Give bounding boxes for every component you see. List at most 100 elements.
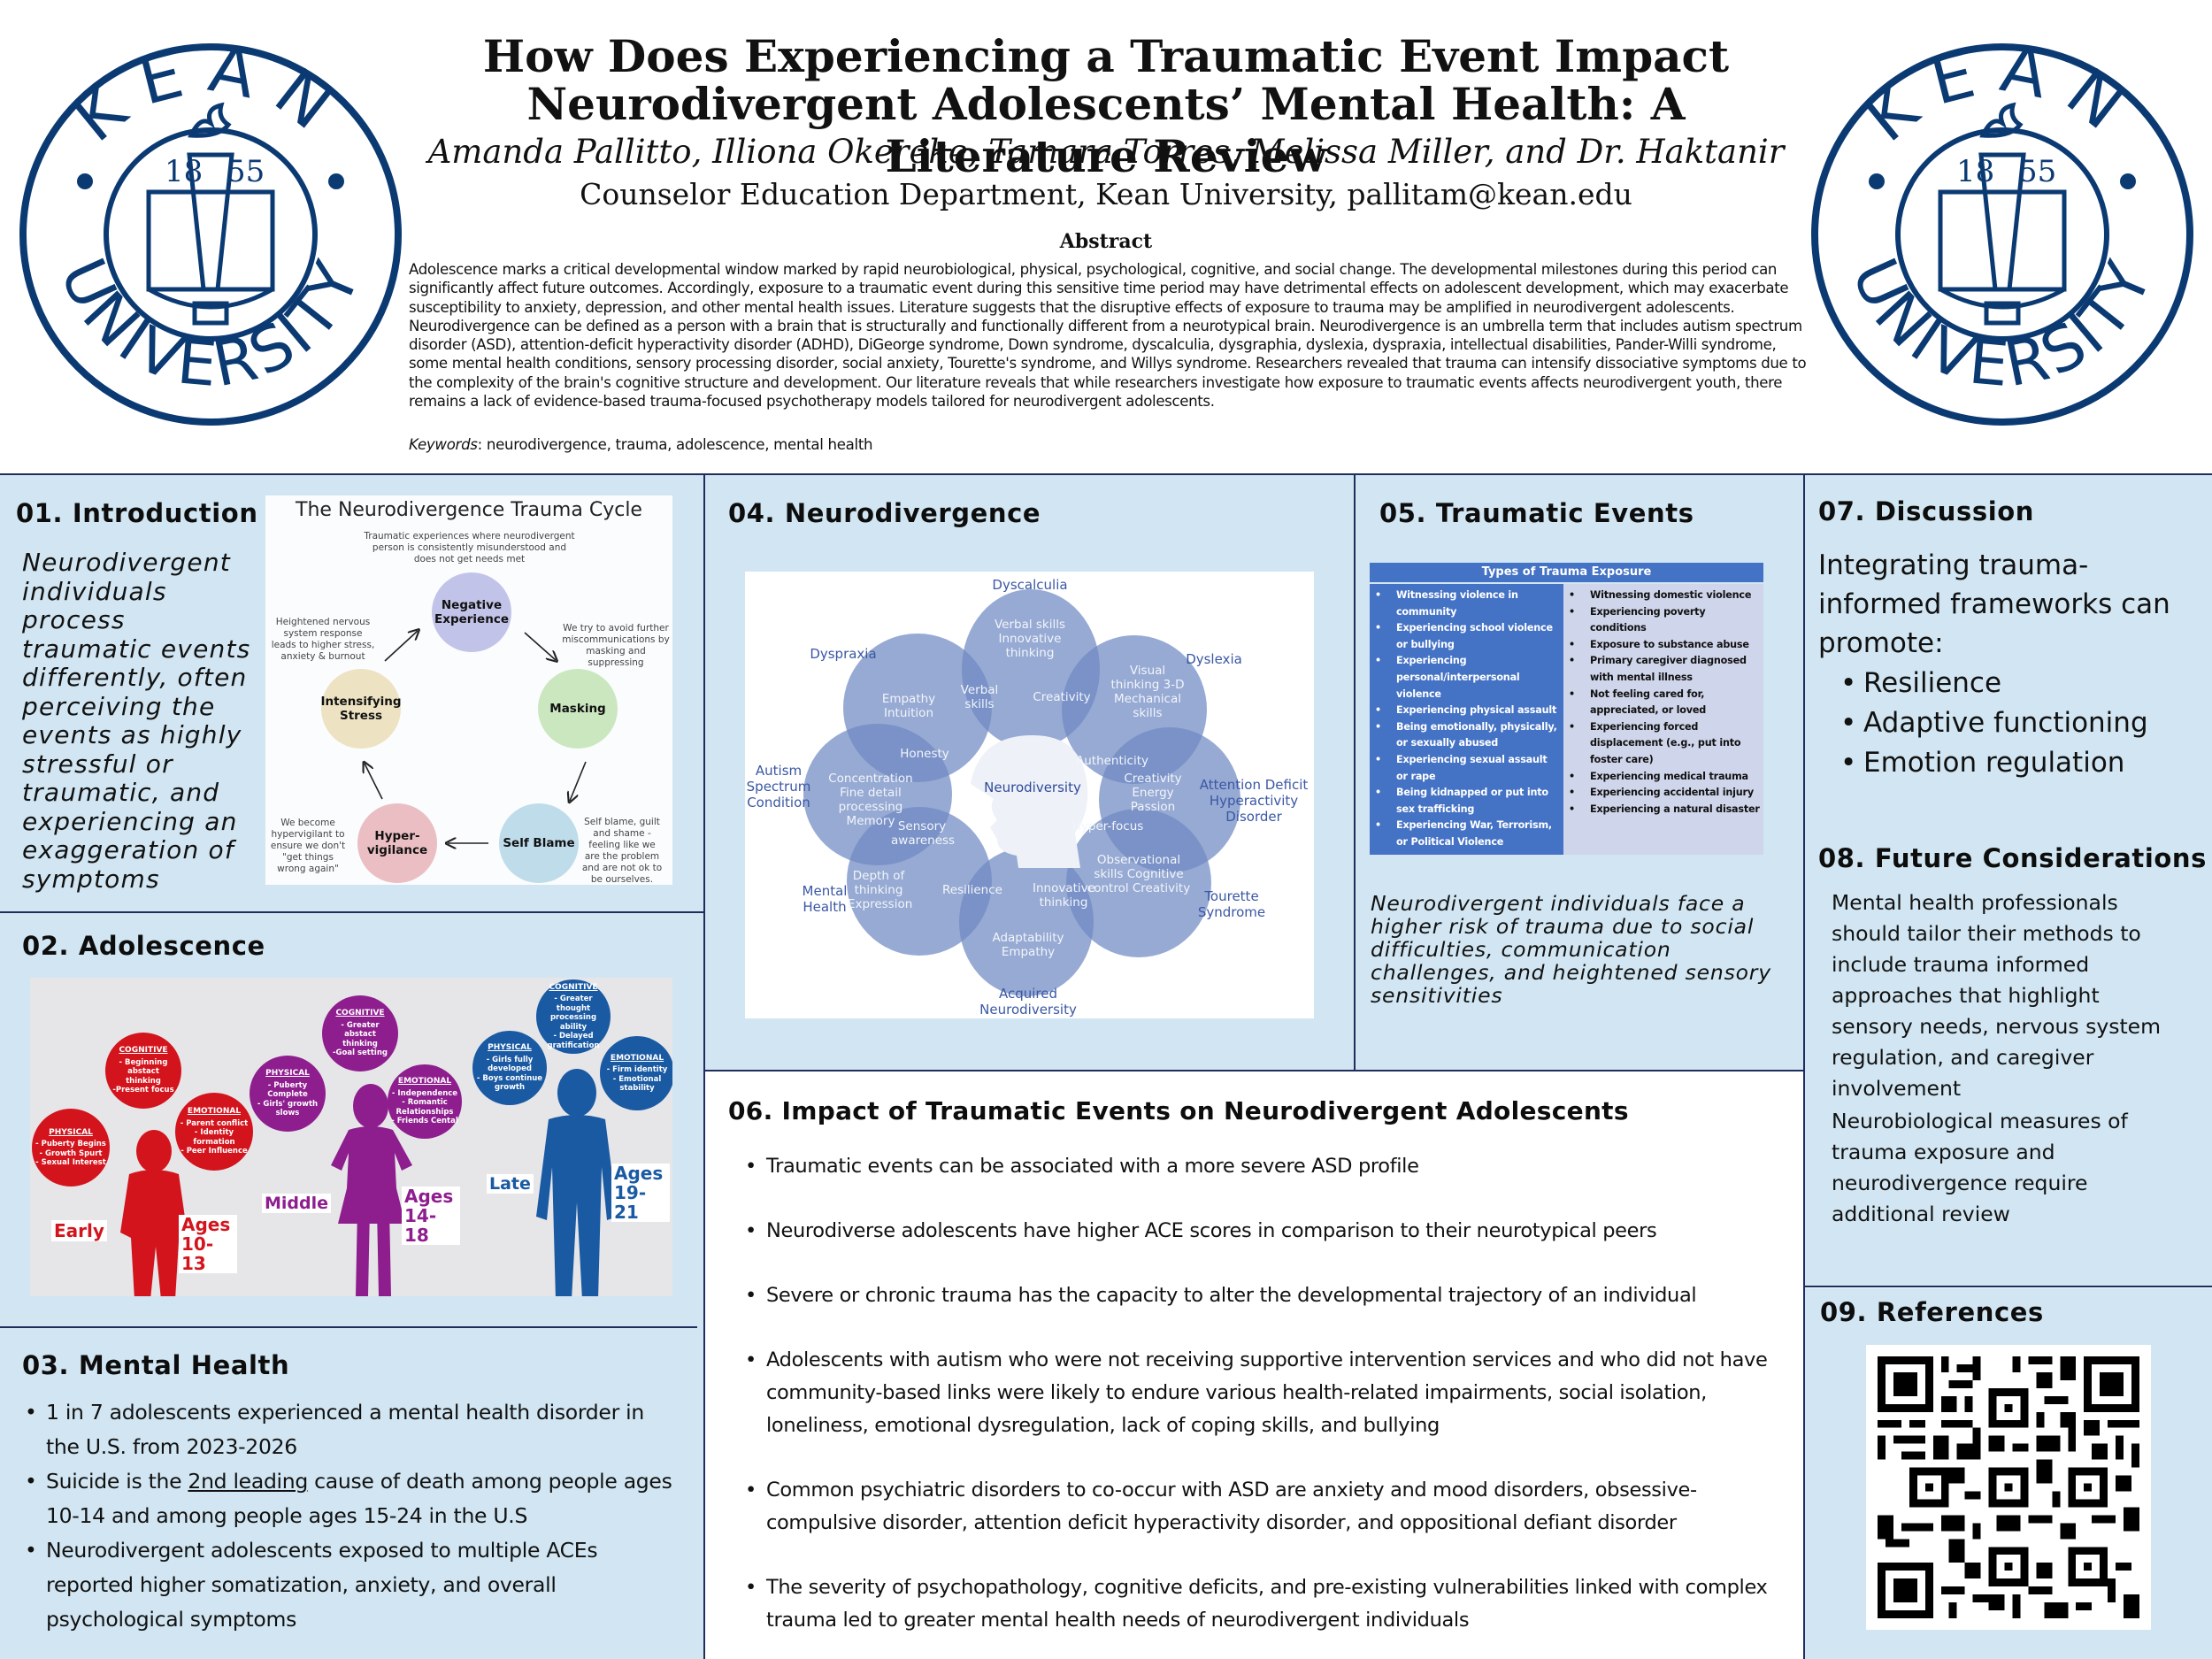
strength-label: Concentration Fine detail processing Mem… — [828, 772, 913, 828]
cycle-node-self-blame: Self Blame — [499, 803, 579, 883]
list-item: Common psychiatric disorders to co-occur… — [743, 1474, 1787, 1540]
table-cell: Experiencing forced displacement (e.g., … — [1567, 719, 1760, 769]
strength-label: Creativity Energy Passion — [1124, 772, 1182, 814]
table-cell: Experiencing physical assault — [1373, 703, 1560, 719]
stage-label-middle: Middle — [262, 1194, 332, 1213]
list-item: Adaptive functioning — [1839, 703, 2193, 743]
bubble-early-cognitive: COGNITIVE - Beginning abstact thinking -… — [105, 1033, 181, 1109]
table-cell: Experiencing poverty conditions — [1567, 604, 1760, 637]
table-cell: Being emotionally, physically, or sexual… — [1373, 719, 1560, 752]
stage-label-early: Early — [51, 1220, 107, 1241]
table-cell: Experiencing school violence or bullying — [1373, 620, 1560, 653]
bubble-late-physical: PHYSICAL - Girls fully developed - Boys … — [472, 1031, 547, 1105]
table-cell: Witnessing violence in community — [1373, 588, 1560, 620]
divider — [1354, 473, 1356, 1071]
divider — [703, 473, 705, 1659]
table-cell: Experiencing accidental injury — [1567, 785, 1760, 802]
strength-label: Depth of thinking Expression — [848, 869, 913, 911]
condition-label: Dyslexia — [1186, 651, 1242, 667]
panel-discussion — [1805, 475, 2212, 1286]
list-item: Traumatic events can be associated with … — [743, 1150, 1787, 1183]
svg-text:18: 18 — [165, 154, 203, 189]
trauma-cycle-title: The Neurodivergence Trauma Cycle — [296, 499, 642, 521]
section-title-adolescence: 02. Adolescence — [22, 931, 265, 961]
section-title-neurodivergence: 04. Neurodivergence — [728, 498, 1041, 528]
condition-label: Attention Deficit Hyperactivity Disorder — [1199, 777, 1309, 825]
overlap-label: Sensory awareness — [891, 819, 956, 848]
abstract-text: Adolescence marks a critical development… — [409, 261, 1807, 411]
table-cell: Being kidnapped or put into sex traffick… — [1373, 785, 1560, 818]
adolescence-stages-figure: PHYSICAL - Puberty Begins - Growth Spurt… — [30, 978, 672, 1296]
condition-label: Tourette Syndrome — [1197, 888, 1266, 920]
table-cell: Experiencing sexual assault or rape — [1373, 752, 1560, 785]
table-cell: Witnessing domestic violence — [1567, 588, 1760, 604]
author-list: Amanda Pallitto, Illiona Okereke, Tamara… — [427, 133, 1785, 171]
table-cell: Primary caregiver diagnosed with mental … — [1567, 653, 1760, 686]
traumatic-events-summary: Neurodivergent individuals face a higher… — [1371, 891, 1771, 1008]
poster-header: KEAN UNIVERSITY 18 55 KEAN UNIVERSITY 18… — [0, 0, 2212, 473]
stage-ages-middle: Ages 14-18 — [402, 1187, 460, 1245]
future-paragraph: Neurobiological measures of trauma expos… — [1832, 1109, 2128, 1226]
mental-health-bullets: 1 in 7 adolescents experienced a mental … — [23, 1395, 678, 1637]
divider — [705, 1070, 1803, 1071]
section-title-impact: 06. Impact of Traumatic Events on Neurod… — [728, 1096, 1629, 1125]
trauma-cycle-figure: The Neurodivergence Trauma Cycle Traumat… — [265, 495, 672, 885]
section-title-traumatic-events: 05. Traumatic Events — [1379, 498, 1694, 528]
emphasis-underline: 2nd leading — [188, 1469, 308, 1494]
bubble-middle-physical: PHYSICAL - Puberty Complete - Girls' gro… — [250, 1056, 326, 1132]
overlap-label: Honesty — [900, 747, 949, 761]
condition-label: Acquired Neurodiversity — [979, 986, 1077, 1018]
overlap-label: Creativity — [1033, 690, 1091, 704]
abstract-heading: Abstract — [1059, 230, 1153, 253]
cycle-note: We become hypervigilant to ensure we don… — [270, 818, 346, 874]
list-item: Resilience — [1839, 664, 2193, 703]
list-item: Neurodiverse adolescents have higher ACE… — [743, 1215, 1787, 1248]
cycle-node-intensifying-stress: Intensifying Stress — [320, 669, 402, 749]
poster-title-line-1: How Does Experiencing a Traumatic Event … — [482, 30, 1730, 82]
neurodiversity-flower-figure: Dyscalculia Dyslexia Attention Deficit H… — [745, 572, 1314, 1018]
qr-code-icon — [1878, 1356, 2139, 1618]
table-cell: Experiencing medical trauma — [1567, 769, 1760, 786]
middle-adolescent-silhouette-icon — [331, 1084, 412, 1296]
discussion-bullets: Resilience Adaptive functioning Emotion … — [1839, 664, 2193, 783]
table-cell: Experiencing a natural disaster — [1567, 802, 1760, 818]
table-cell: Exposure to substance abuse — [1567, 637, 1760, 654]
keywords: Keywords: neurodivergence, trauma, adole… — [409, 436, 873, 453]
bubble-middle-emotional: EMOTIONAL - Independence - Romantic Rela… — [388, 1064, 462, 1139]
flower-petals — [803, 589, 1240, 996]
kean-university-seal-right: KEAN UNIVERSITY 18 55 — [1811, 40, 2193, 426]
strength-label: Visual thinking 3-D Mechanical skills — [1110, 664, 1185, 720]
list-item: Suicide is the 2nd leading cause of deat… — [23, 1464, 678, 1533]
cycle-note: Self blame, guilt and shame - feeling li… — [581, 817, 663, 885]
strength-label: Empathy Intuition — [881, 692, 936, 720]
svg-text:KEAN: KEAN — [59, 40, 362, 157]
affiliation: Counselor Education Department, Kean Uni… — [580, 177, 1632, 211]
stage-label-late: Late — [487, 1174, 534, 1194]
keywords-list: : neurodivergence, trauma, adolescence, … — [477, 436, 873, 453]
flower-center-label: Neurodiversity — [984, 780, 1081, 795]
condition-label: Dyscalculia — [992, 577, 1068, 593]
section-title-future-considerations: 08. Future Considerations — [1818, 843, 2208, 873]
condition-label: Dyspraxia — [810, 646, 877, 662]
bubble-early-physical: PHYSICAL - Puberty Begins - Growth Spurt… — [32, 1109, 110, 1187]
trauma-types-table: Types of Trauma Exposure Witnessing viol… — [1370, 563, 1763, 855]
poster-title-line-2: Neurodivergent Adolescents’ Mental Healt… — [526, 78, 1686, 182]
early-adolescent-silhouette-icon — [120, 1069, 618, 1296]
kean-university-seal-left: KEAN UNIVERSITY 18 55 — [19, 40, 402, 426]
references-qr-code[interactable] — [1866, 1345, 2151, 1630]
bubble-early-emotional: EMOTIONAL - Parent conflict - Identity f… — [175, 1093, 253, 1171]
overlap-label: Innovative thinking — [1033, 881, 1095, 910]
bubble-late-cognitive: COGNITIVE - Greater thought processing a… — [536, 979, 611, 1054]
condition-label: Autism Spectrum Condition — [746, 763, 811, 810]
overlap-label: Authenticity — [1075, 754, 1148, 768]
late-adolescent-silhouette-icon — [536, 1069, 618, 1296]
table-column-left: Witnessing violence in community Experie… — [1370, 584, 1563, 855]
stage-ages-early: Ages 10-13 — [179, 1215, 237, 1273]
svg-text:18: 18 — [1956, 154, 1994, 189]
svg-text:KEAN: KEAN — [1851, 40, 2154, 157]
strength-label: Observational skills Cognitive control C… — [1087, 853, 1191, 895]
divider — [1805, 1286, 2212, 1287]
list-item: 1 in 7 adolescents experienced a mental … — [23, 1395, 678, 1464]
cycle-arrows — [265, 495, 587, 885]
section-title-references: 09. References — [1820, 1297, 2044, 1327]
